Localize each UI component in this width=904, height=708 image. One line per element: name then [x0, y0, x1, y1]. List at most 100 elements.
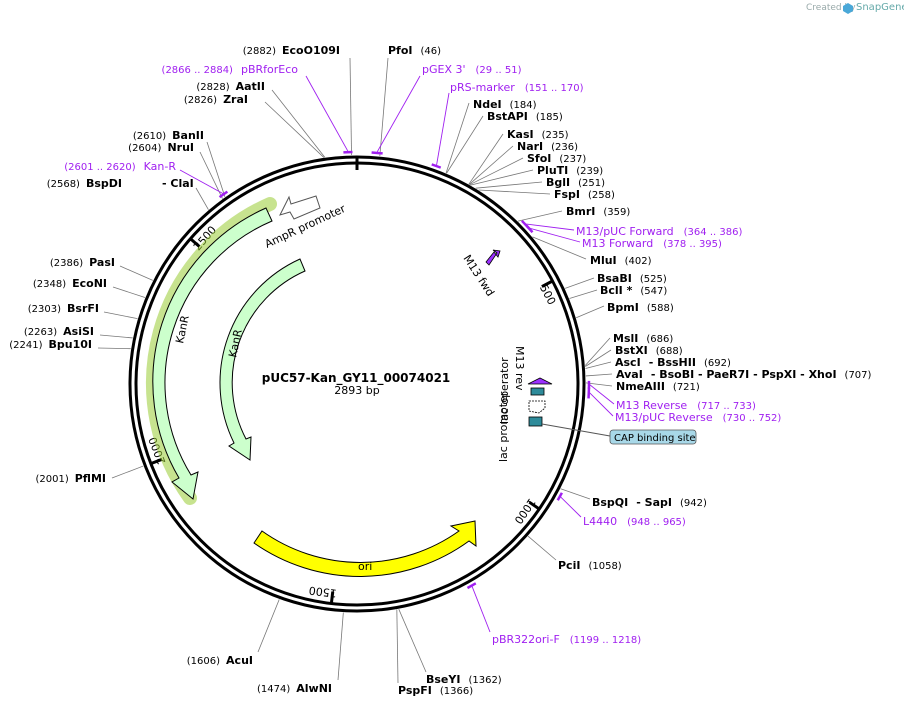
ori-arrow[interactable] — [253, 520, 477, 577]
primer-range: (29 .. 51) — [476, 65, 522, 76]
enzyme-position: (688) — [656, 346, 683, 357]
enzyme-leader-27 — [532, 236, 587, 260]
enzyme-site[interactable]: PspFI(1366) — [398, 684, 473, 697]
enzyme-site[interactable]: FspI(258) — [554, 188, 615, 201]
enzyme-site[interactable]: AatII(2828) — [196, 80, 265, 93]
kanr-outer-arrow[interactable] — [152, 207, 273, 500]
enzyme-site[interactable]: BanII(2610) — [133, 129, 204, 142]
enzyme-name: NarI — [517, 140, 543, 153]
primer-site[interactable]: M13 Reverse(717 .. 733) — [616, 399, 756, 412]
enzyme-position: (547) — [640, 286, 667, 297]
primer-site[interactable]: M13 Forward(378 .. 395) — [582, 237, 722, 250]
primer-binding-mark-1[interactable] — [371, 151, 383, 155]
cap-site-box[interactable] — [528, 416, 543, 427]
primer-range: (717 .. 733) — [697, 401, 756, 412]
enzyme-leader-13 — [257, 599, 280, 653]
primer-binding-mark-8[interactable] — [556, 492, 563, 501]
enzyme-leader-0 — [379, 57, 389, 157]
ampr-promoter-arrow[interactable] — [279, 195, 321, 220]
primer-binding-mark-5[interactable] — [525, 225, 534, 234]
kanr-inner-label: KanR — [226, 328, 245, 359]
m13-rev-arrow[interactable] — [527, 377, 553, 385]
enzyme-leader-lines — [97, 57, 613, 684]
enzyme-isoschizomers: - BssHII — [649, 356, 696, 369]
enzyme-site[interactable]: MluI(402) — [590, 254, 652, 267]
enzyme-site[interactable]: AsiSI(2263) — [24, 325, 94, 338]
primer-name: pRS-marker — [450, 81, 515, 94]
enzyme-site[interactable]: EcoNI(2348) — [33, 277, 107, 290]
primer-site[interactable]: pBRforEco(2866 .. 2884) — [162, 63, 299, 76]
enzyme-labels: PfoI(46) EcoO109I(2882) AatII(2828)ZraI(28… — [9, 44, 871, 697]
enzyme-site[interactable]: AvaI- BsoBI - PaeR7I - PspXI - XhoI(707) — [616, 368, 872, 381]
kanr-inner-arrow[interactable] — [219, 258, 306, 461]
enzyme-site[interactable]: BstXI (688) — [615, 344, 683, 357]
enzyme-site[interactable]: BmrI (359) — [566, 205, 630, 218]
lac-promoter-arrow[interactable] — [528, 400, 546, 414]
cap-site-label-box[interactable] — [609, 429, 697, 445]
enzyme-site[interactable]: MslI(686) — [613, 332, 673, 345]
enzyme-name: BstXI — [615, 344, 648, 357]
enzyme-leader-33 — [469, 145, 514, 185]
enzyme-site[interactable]: NarI (236) — [517, 140, 578, 153]
enzyme-name: SfoI — [527, 152, 551, 165]
enzyme-site[interactable]: PluTI(239) — [537, 164, 603, 177]
primer-name: pBR322ori-F — [492, 633, 560, 646]
enzyme-site[interactable]: PasI(2386) — [50, 256, 115, 269]
enzyme-site[interactable]: AlwNI(1474) — [257, 682, 332, 695]
enzyme-leader-3 — [264, 101, 325, 158]
enzyme-site[interactable]: EcoO109I(2882) — [243, 44, 340, 57]
primer-leader-7 — [589, 392, 614, 417]
primer-site[interactable]: Kan-R(2601 .. 2620) — [64, 160, 176, 173]
enzyme-site[interactable]: ZraI(2826) — [184, 93, 248, 106]
primer-leader-8 — [560, 496, 582, 518]
enzyme-site[interactable]: BspQI- SapI(942) — [592, 496, 707, 509]
primer-site[interactable]: L4440(948 .. 965) — [583, 515, 686, 528]
enzyme-site[interactable]: KasI(235) — [507, 128, 569, 141]
m13-fwd-arrow[interactable] — [485, 249, 501, 266]
enzyme-position: (1366) — [440, 686, 473, 697]
lac-operator-box[interactable] — [530, 387, 545, 396]
enzyme-site[interactable]: PfoI(46) — [388, 44, 441, 57]
enzyme-name: BmrI — [566, 205, 595, 218]
enzyme-site[interactable]: BsrFI(2303) — [28, 302, 99, 315]
enzyme-leader-30 — [475, 181, 543, 189]
enzyme-site[interactable]: AscI- BssHII(692) — [615, 356, 731, 369]
enzyme-site[interactable]: BseYI(1362) — [426, 673, 502, 686]
enzyme-leader-15 — [396, 609, 399, 684]
enzyme-position: (236) — [551, 142, 578, 153]
enzyme-site[interactable]: Bpu10I(2241) — [9, 338, 92, 351]
enzyme-site[interactable]: BpmI(588) — [607, 301, 674, 314]
primer-binding-mark-9[interactable] — [466, 582, 477, 590]
enzyme-site[interactable]: NruI(2604) — [128, 141, 194, 154]
primer-range: (364 .. 386) — [684, 227, 743, 238]
primer-binding-mark-2[interactable] — [431, 163, 442, 169]
enzyme-position: (2303) — [28, 304, 61, 315]
primer-site[interactable]: M13/pUC Forward (364 .. 386) — [576, 225, 742, 238]
enzyme-position: (1474) — [257, 684, 290, 695]
primer-site[interactable]: M13/pUC Reverse(730 .. 752) — [615, 411, 781, 424]
primer-binding-mark-3[interactable] — [218, 190, 229, 199]
primer-site[interactable]: pGEX 3'(29 .. 51) — [422, 63, 522, 76]
enzyme-leader-7 — [119, 265, 153, 281]
enzyme-site[interactable]: PflMI(2001) — [35, 472, 106, 485]
enzyme-site[interactable]: BsaBI(525) — [597, 272, 667, 285]
enzyme-name: BspDI — [86, 177, 122, 190]
enzyme-position: (237) — [559, 154, 586, 165]
enzyme-position: (359) — [603, 207, 630, 218]
enzyme-site[interactable]: BglI(251) — [546, 176, 605, 189]
enzyme-site[interactable]: NmeAIII(721) — [616, 380, 700, 393]
primer-site[interactable]: pBR322ori-F(1199 .. 1218) — [492, 633, 641, 646]
enzyme-site[interactable]: AcuI(1606) — [187, 654, 253, 667]
enzyme-site[interactable]: SfoI (237) — [527, 152, 586, 165]
enzyme-site[interactable]: BstAPI(185) — [487, 110, 563, 123]
kanr-outer-label: KanR — [173, 314, 192, 345]
enzyme-position: (942) — [680, 498, 707, 509]
enzyme-site[interactable]: PciI(1058) — [558, 559, 622, 572]
primer-site[interactable]: pRS-marker(151 .. 170) — [450, 81, 584, 94]
enzyme-position: (239) — [576, 166, 603, 177]
enzyme-site[interactable]: NdeI(184) — [473, 98, 537, 111]
enzyme-site[interactable]: BclI *(547) — [600, 284, 667, 297]
primer-name: M13/pUC Forward — [576, 225, 674, 238]
